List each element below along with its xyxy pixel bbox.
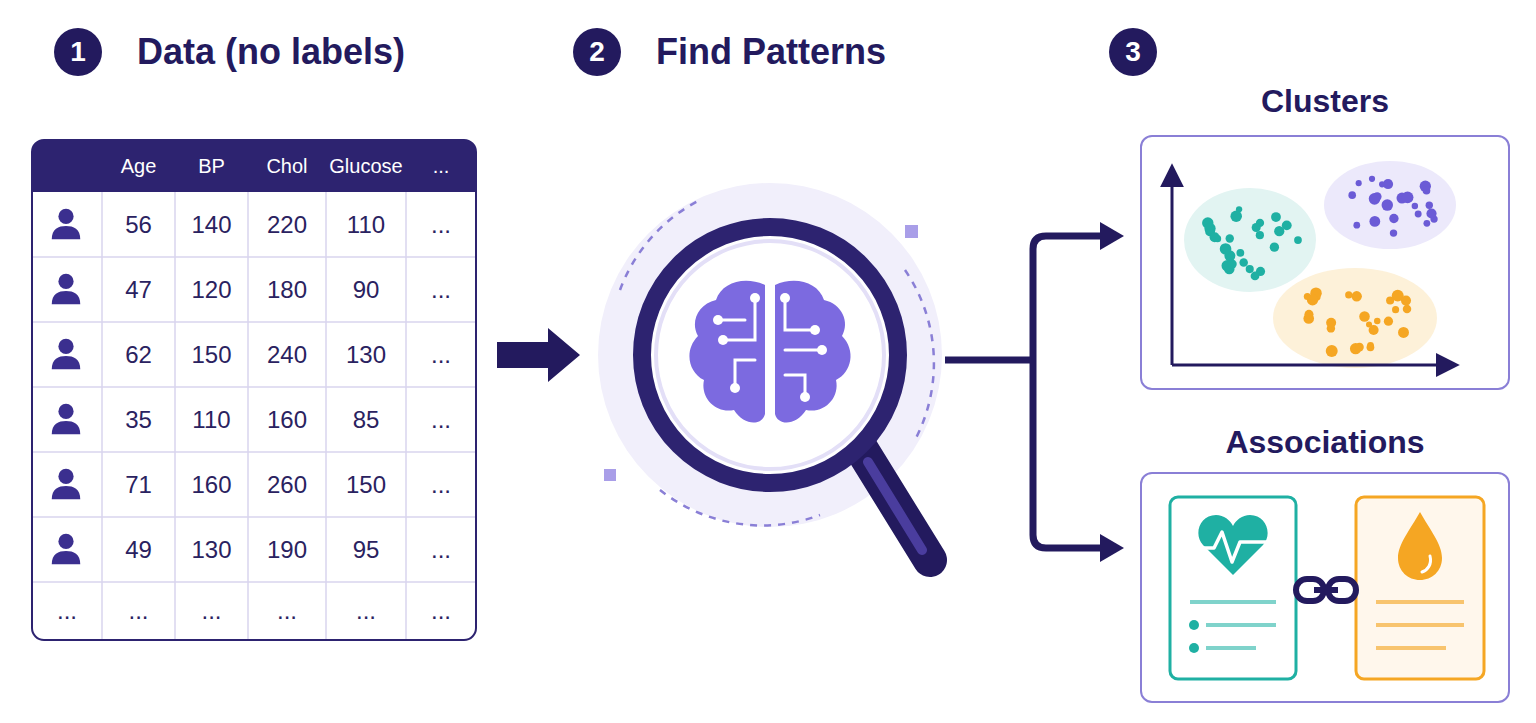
column-header: Glucose (326, 140, 406, 192)
table-cell: ... (406, 517, 476, 582)
table-cell: 71 (102, 452, 175, 517)
table-cell: 85 (326, 387, 406, 452)
fork-arrow (945, 236, 1116, 548)
table-cell: 160 (248, 387, 326, 452)
table-cell: 150 (326, 452, 406, 517)
table-cell: 240 (248, 322, 326, 387)
result-panel: Clusters (1140, 135, 1510, 390)
table-cell: ... (102, 582, 175, 640)
table-cell: 220 (248, 192, 326, 257)
table-cell: ... (406, 452, 476, 517)
table-cell: 160 (175, 452, 248, 517)
table-cell: ... (248, 582, 326, 640)
table-cell: 95 (326, 517, 406, 582)
table-cell: ... (406, 192, 476, 257)
table-cell: ... (406, 257, 476, 322)
column-header: ... (406, 140, 476, 192)
step-title: Data (no labels) (137, 31, 405, 73)
step-number: 2Find Patterns (573, 28, 621, 76)
step-number: 1 (70, 38, 86, 66)
table-cell: ... (326, 582, 406, 640)
step-number: 2 (589, 38, 605, 66)
panel-heading: Associations (1142, 424, 1508, 461)
table-cell: ... (32, 582, 102, 640)
result-panel: Associations (1140, 472, 1510, 703)
panel-heading: Clusters (1142, 83, 1508, 120)
table-cell: 110 (175, 387, 248, 452)
table-cell: 110 (326, 192, 406, 257)
table-cell: 90 (326, 257, 406, 322)
table-cell: 180 (248, 257, 326, 322)
flow-arrow (497, 328, 580, 382)
table-cell: 140 (175, 192, 248, 257)
step-title: Find Patterns (656, 31, 886, 73)
table-cell: 130 (175, 517, 248, 582)
table-cell: 150 (175, 322, 248, 387)
cluster-plot (1172, 161, 1456, 368)
table-cell: 130 (326, 322, 406, 387)
step-number: 3 (1109, 28, 1157, 76)
table-cell: ... (175, 582, 248, 640)
table-cell: 260 (248, 452, 326, 517)
column-header: Chol (248, 140, 326, 192)
table-cell: 49 (102, 517, 175, 582)
association-cards (1170, 497, 1484, 679)
table-cell: 35 (102, 387, 175, 452)
magnifier-icon (598, 183, 942, 560)
table-cell: 190 (248, 517, 326, 582)
table-cell: ... (406, 582, 476, 640)
table-cell: 56 (102, 192, 175, 257)
table-cell: ... (406, 322, 476, 387)
table-cell: 47 (102, 257, 175, 322)
table-cell: ... (406, 387, 476, 452)
step-number: 1Data (no labels) (54, 28, 102, 76)
table-cell: 120 (175, 257, 248, 322)
data-table (32, 140, 476, 640)
column-header: BP (175, 140, 248, 192)
column-header: Age (102, 140, 175, 192)
step-number: 3 (1125, 38, 1141, 66)
table-cell: 62 (102, 322, 175, 387)
